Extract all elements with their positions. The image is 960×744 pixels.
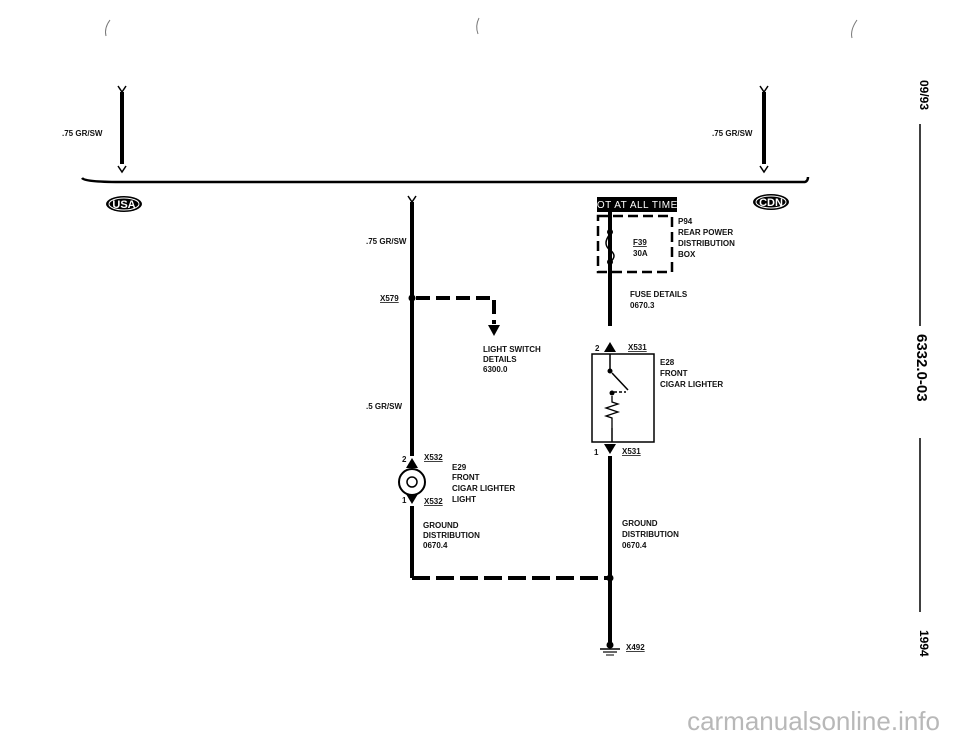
e28-pin-bottom: 1 xyxy=(594,448,599,457)
fuse-terminal-top xyxy=(607,229,613,235)
ground-splice xyxy=(606,574,614,582)
top-left-wire xyxy=(117,85,127,174)
x579-label: X579 xyxy=(380,294,399,303)
usa-badge-label: USA xyxy=(112,199,135,211)
top-right-wire-label: .75 GR/SW xyxy=(712,129,753,138)
light-switch-line-3: 6300.0 xyxy=(483,365,508,374)
e28-bottom-arrow xyxy=(604,444,616,454)
e28-line-1: FRONT xyxy=(660,369,688,378)
e28-contact-2 xyxy=(609,390,615,396)
fuse-box-outline xyxy=(596,214,674,274)
e28-switch-blade xyxy=(611,372,629,391)
fuse-details-line-1: FUSE DETAILS xyxy=(630,290,688,299)
e29-pin-top: 2 xyxy=(402,455,407,464)
right-ground-wire xyxy=(608,456,612,642)
ground-right-line-3: 0670.4 xyxy=(622,541,647,550)
ground-right-line-1: GROUND xyxy=(622,519,658,528)
scan-mark xyxy=(105,19,111,37)
fuse-box-line-3: BOX xyxy=(678,250,696,259)
fuse-details-line-2: 0670.3 xyxy=(630,301,655,310)
fuse-icon xyxy=(605,233,615,263)
usa-badge: USA xyxy=(106,196,142,212)
e29-line-2: CIGAR LIGHTER xyxy=(452,484,515,493)
e28-contact-1 xyxy=(607,368,613,374)
ground-right-line-2: DISTRIBUTION xyxy=(622,530,679,539)
e28-ref: E28 xyxy=(660,358,675,367)
ground-symbol-icon xyxy=(600,641,620,656)
watermark: carmanualsonline.info xyxy=(687,706,940,736)
fuse-id: F39 xyxy=(633,238,647,247)
side-year: 1994 xyxy=(917,630,931,657)
cigar-lighter-box xyxy=(591,353,655,443)
hot-banner-label: HOT AT ALL TIMES xyxy=(589,200,685,211)
top-right-wire xyxy=(759,85,769,174)
light-switch-dashed-link xyxy=(416,296,496,324)
center-wire xyxy=(407,195,417,456)
scan-mark xyxy=(851,19,858,39)
cdn-badge: CDN xyxy=(753,194,789,210)
e28-conn-top: X531 xyxy=(628,343,647,352)
ground-left-line-1: GROUND xyxy=(423,521,459,530)
top-left-wire-label: .75 GR/SW xyxy=(62,129,103,138)
light-switch-arrow xyxy=(488,325,500,336)
fuse-box-line-1: REAR POWER xyxy=(678,228,733,237)
side-section: 6332.0-03 xyxy=(913,334,930,402)
e28-conn-bottom: X531 xyxy=(622,447,641,456)
e28-top-arrow xyxy=(604,342,616,352)
fuse-terminal-bottom xyxy=(607,259,613,265)
left-ground-wire xyxy=(410,506,414,578)
light-switch-line-1: LIGHT SWITCH xyxy=(483,345,541,354)
e28-line-2: CIGAR LIGHTER xyxy=(660,380,723,389)
hot-banner xyxy=(597,197,677,212)
e29-line-3: LIGHT xyxy=(452,495,476,504)
center-upper-wire-label: .75 GR/SW xyxy=(366,237,407,246)
fuse-box-line-2: DISTRIBUTION xyxy=(678,239,735,248)
fuse-box-ref: P94 xyxy=(678,217,693,226)
x579-splice xyxy=(408,294,416,302)
light-switch-line-2: DETAILS xyxy=(483,355,517,364)
bus-line xyxy=(81,176,810,184)
center-lower-wire-label: .5 GR/SW xyxy=(366,402,402,411)
fuse-rating: 30A xyxy=(633,249,648,258)
e29-line-1: FRONT xyxy=(452,473,480,482)
ground-point-label: X492 xyxy=(626,643,645,652)
ground-left-line-2: DISTRIBUTION xyxy=(423,531,480,540)
scan-mark xyxy=(476,17,480,35)
cdn-badge-label: CDN xyxy=(759,197,783,209)
e28-pin-top: 2 xyxy=(595,344,600,353)
e29-conn-bottom: X532 xyxy=(424,497,443,506)
e29-bottom-arrow xyxy=(406,494,418,504)
fuse-wire xyxy=(608,212,612,326)
e29-conn-top: X532 xyxy=(424,453,443,462)
lamp-icon xyxy=(398,468,426,496)
heating-element-icon xyxy=(603,396,621,428)
e29-pin-bottom: 1 xyxy=(402,496,407,505)
e29-ref: E29 xyxy=(452,463,467,472)
side-date: 09/93 xyxy=(917,80,931,110)
e29-top-arrow xyxy=(406,458,418,468)
ground-left-line-3: 0670.4 xyxy=(423,541,448,550)
